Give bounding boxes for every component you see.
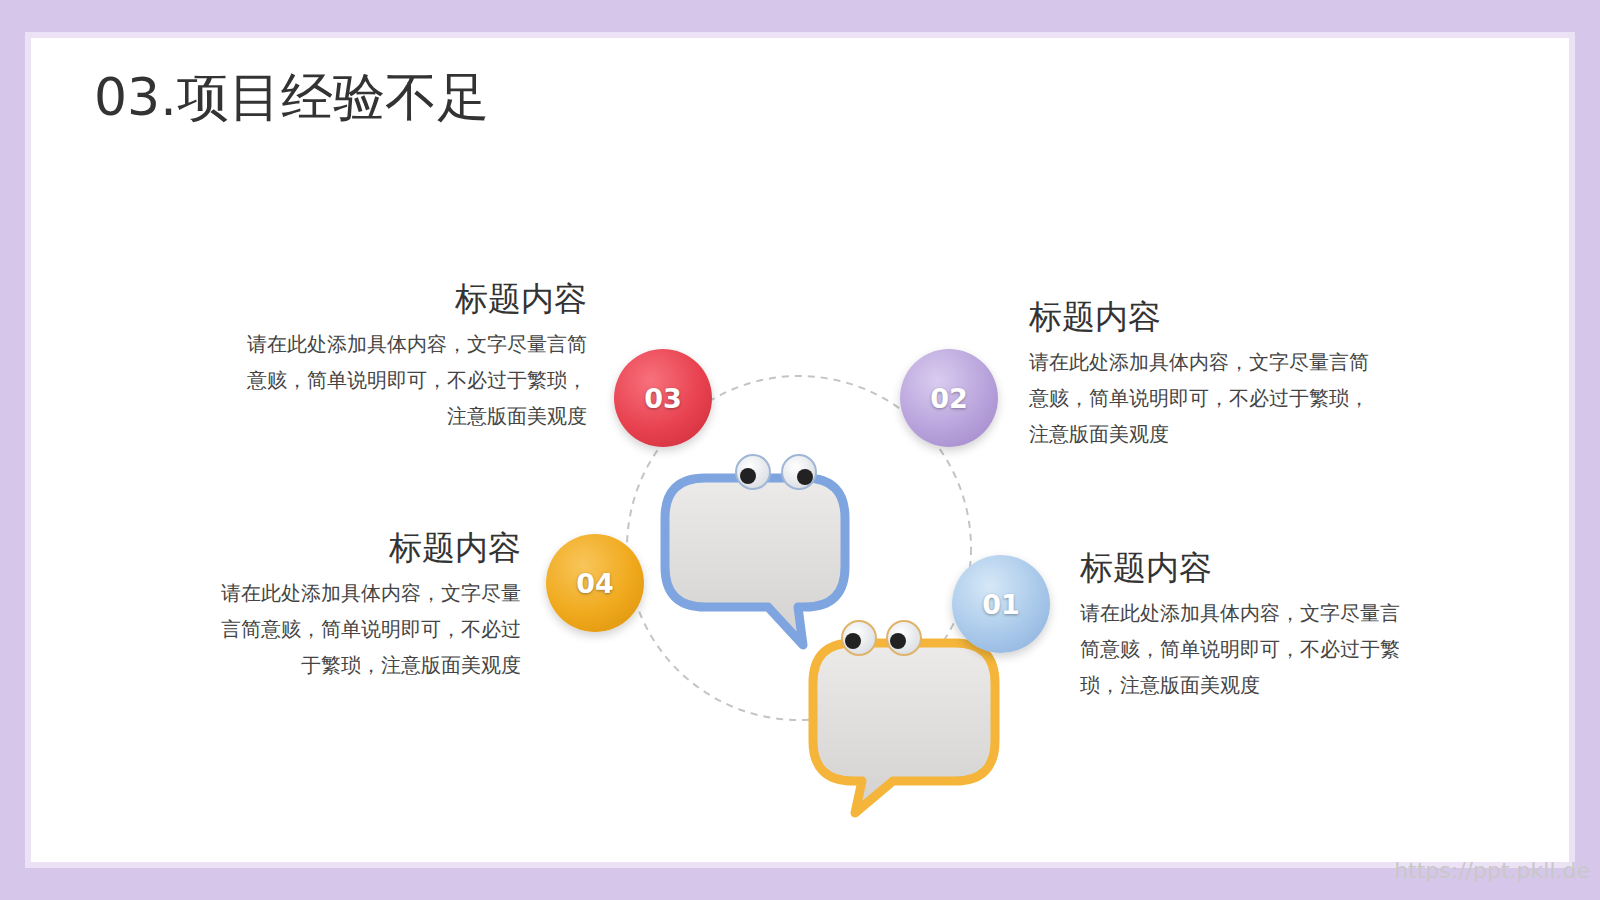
number-circle: 04标题内容请在此处添加具体内容，文字尽量言简意赅，简单说明即可，不必过于繁琐，… [546, 534, 644, 632]
text-block: 标题内容请在此处添加具体内容，文字尽量言简意赅，简单说明即可，不必过于繁琐，注意… [242, 278, 587, 435]
item-heading: 标题内容 [1029, 296, 1374, 337]
callout-number: 02 [900, 349, 998, 447]
item-heading: 标题内容 [242, 278, 587, 319]
item-body: 请在此处添加具体内容，文字尽量言简意赅，简单说明即可，不必过于繁琐，注意版面美观… [1080, 596, 1402, 704]
watermark: https://ppt.pkll.de [1394, 858, 1590, 883]
item-heading: 标题内容 [215, 527, 521, 568]
callout-number: 03 [614, 349, 712, 447]
text-block: 标题内容请在此处添加具体内容，文字尽量言简意赅，简单说明即可，不必过于繁琐，注意… [1080, 547, 1402, 704]
text-block: 标题内容请在此处添加具体内容，文字尽量言简意赅，简单说明即可，不必过于繁琐，注意… [1029, 296, 1374, 453]
text-block: 标题内容请在此处添加具体内容，文字尽量言简意赅，简单说明即可，不必过于繁琐，注意… [215, 527, 521, 684]
item-heading: 标题内容 [1080, 547, 1402, 588]
callout-number: 04 [546, 534, 644, 632]
item-body: 请在此处添加具体内容，文字尽量言简意赅，简单说明即可，不必过于繁琐，注意版面美观… [1029, 345, 1374, 453]
item-body: 请在此处添加具体内容，文字尽量言简意赅，简单说明即可，不必过于繁琐，注意版面美观… [215, 576, 521, 684]
number-circle: 01标题内容请在此处添加具体内容，文字尽量言简意赅，简单说明即可，不必过于繁琐，… [952, 555, 1050, 653]
callout-number: 01 [952, 555, 1050, 653]
slide-panel [25, 32, 1575, 868]
number-circle: 02标题内容请在此处添加具体内容，文字尽量言简意赅，简单说明即可，不必过于繁琐，… [900, 349, 998, 447]
speech-bubble-orange [813, 621, 995, 813]
speech-bubble-blue [665, 455, 845, 645]
number-circle: 03标题内容请在此处添加具体内容，文字尽量言简意赅，简单说明即可，不必过于繁琐，… [614, 349, 712, 447]
slide-title: 03.项目经验不足 [94, 66, 489, 128]
item-body: 请在此处添加具体内容，文字尽量言简意赅，简单说明即可，不必过于繁琐，注意版面美观… [242, 327, 587, 435]
